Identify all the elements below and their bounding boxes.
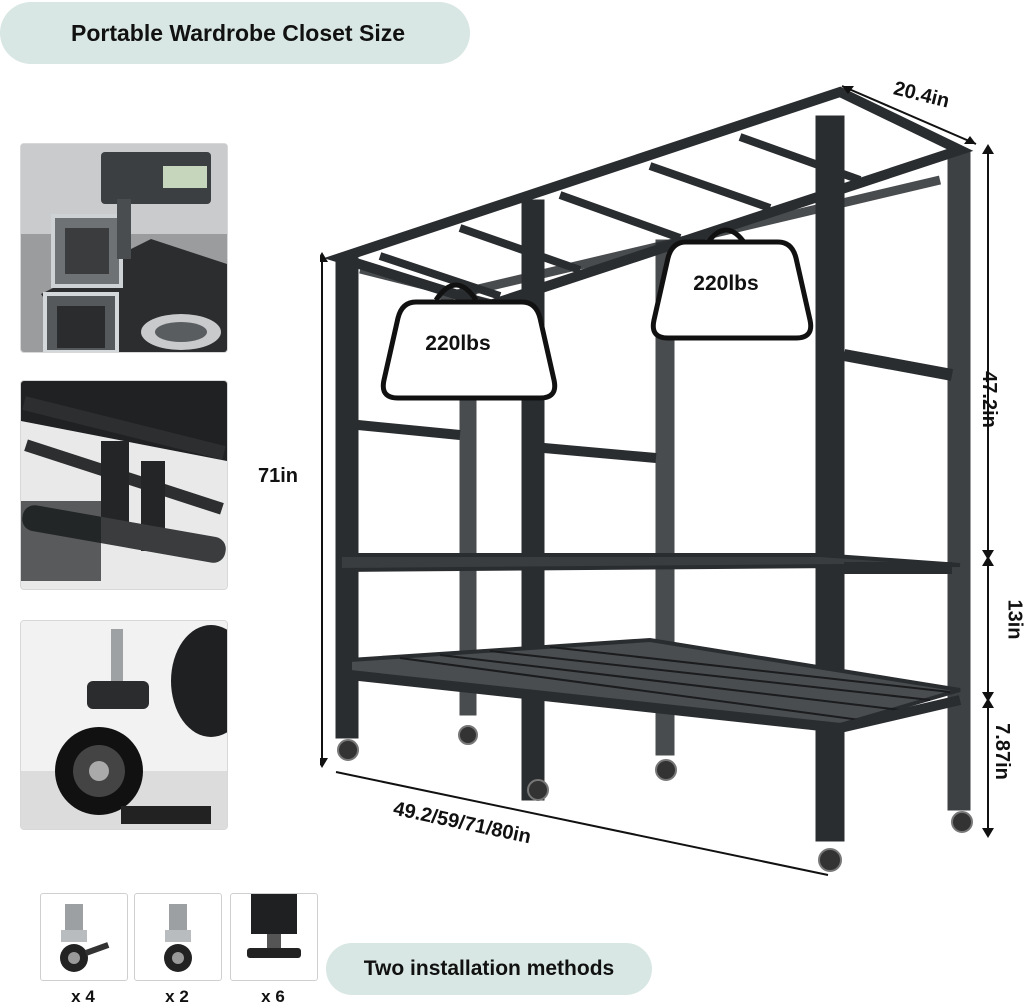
hanging-rod-detail-image	[20, 380, 228, 590]
swivel-wheel-count: x 2	[165, 987, 189, 1006]
leveling-foot-count: x 6	[261, 987, 285, 1006]
swivel-wheel-brake-count: x 4	[71, 987, 95, 1006]
swivel-wheel-brake-icon	[40, 893, 128, 981]
upper-height-label: 47.2in	[977, 371, 1000, 428]
width-dimension-line	[335, 771, 829, 876]
bottom-height-label: 7.87in	[990, 723, 1013, 780]
page-title: Portable Wardrobe Closet Size	[0, 2, 470, 64]
weight-tag-left	[380, 299, 558, 401]
weight-tag-right	[650, 239, 814, 341]
caster-wheel-detail-image	[20, 620, 228, 830]
installation-methods-badge: Two installation methods	[326, 943, 652, 995]
weight-tag-right-label: 220lbs	[693, 272, 758, 295]
middle-height-label: 13in	[1003, 599, 1024, 640]
total-height-label: 71in	[258, 465, 299, 487]
leveling-foot-icon	[230, 893, 318, 981]
tube-thickness-detail-image	[20, 143, 228, 353]
depth-dimension-line	[841, 85, 977, 145]
swivel-wheel-icon	[134, 893, 222, 981]
weight-tag-left-label: 220lbs	[425, 332, 490, 355]
wardrobe-rack-illustration: 220lbs 220lbs	[320, 85, 994, 876]
